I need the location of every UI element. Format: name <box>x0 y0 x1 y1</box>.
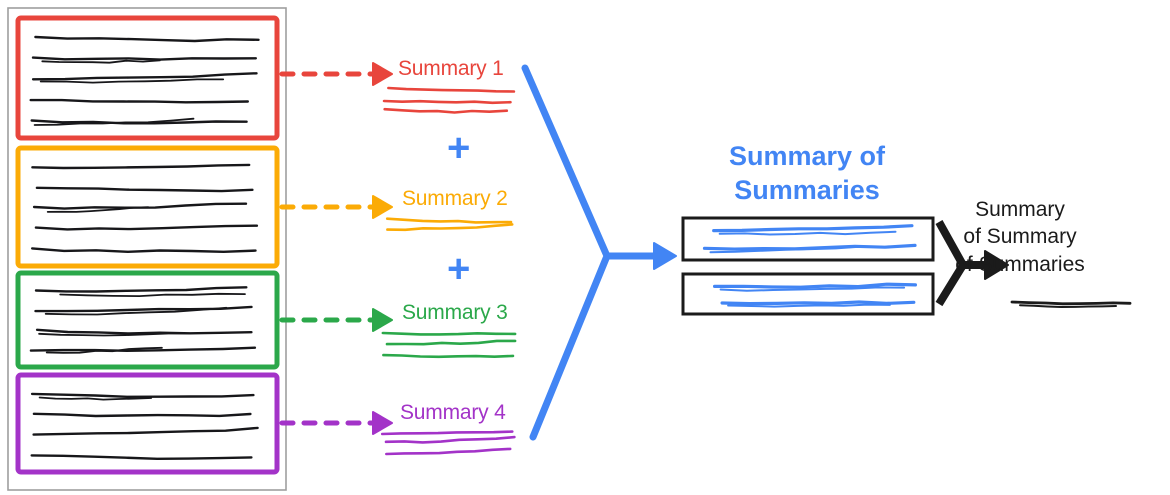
summary-box-line-ghost <box>718 230 897 236</box>
document-text-line <box>31 247 257 253</box>
summary-box-line <box>720 300 916 306</box>
summary-scribble-summary-1 <box>387 86 516 93</box>
final-summary-underline <box>1010 300 1132 306</box>
summary-scribble-summary-4 <box>380 430 514 436</box>
summary-label-summary-2: Summary 2 <box>402 187 508 210</box>
summary-box-line-ghost <box>727 303 891 308</box>
dashed-arrow-head-doc-2 <box>372 195 393 219</box>
document-text-line <box>29 98 249 104</box>
plus-operator-plus-1: + <box>447 126 471 170</box>
document-text-line-ghost <box>33 117 195 126</box>
summary-scribble-summary-3 <box>385 339 517 346</box>
final-summary-line: of Summary <box>963 225 1077 249</box>
summary-box-line <box>712 224 914 233</box>
document-text-line <box>30 392 255 398</box>
document-text-line <box>30 454 253 460</box>
document-text-line <box>34 224 259 231</box>
summary-label-summary-4: Summary 4 <box>400 401 506 424</box>
summary-scribble-summary-3 <box>382 353 515 359</box>
document-text-line-ghost <box>39 78 225 84</box>
dashed-arrow-head-doc-3 <box>372 308 393 332</box>
summary-box-sos-box-2[interactable] <box>681 272 935 316</box>
document-text-line-ghost <box>46 206 150 213</box>
final-summary-line: Summary <box>975 198 1065 221</box>
final-summary-label: Summary of Summary of Summaries <box>920 196 1120 278</box>
summary-box-line-ghost <box>719 286 906 292</box>
summary-label-summary-3: Summary 3 <box>402 301 508 324</box>
document-text-line <box>30 119 248 125</box>
document-text-line <box>29 346 257 352</box>
summary-label-summary-1: Summary 1 <box>398 57 504 80</box>
summary-scribble-summary-1 <box>382 99 512 105</box>
document-text-line <box>31 163 251 170</box>
black-merge-arrow-head <box>984 250 1009 280</box>
document-text-line-ghost <box>41 59 161 64</box>
summary-scribble-summary-2 <box>386 223 514 232</box>
document-text-line-ghost <box>44 306 228 316</box>
summary-scribble-summary-2 <box>385 217 513 224</box>
summary-of-summaries-title: Summary of Summaries <box>728 141 886 205</box>
document-text-line-ghost <box>59 292 246 297</box>
document-text-line-ghost <box>38 332 192 337</box>
summary-box-line <box>713 282 917 289</box>
summary-box-line-ghost <box>709 245 887 254</box>
blue-merge-arrow-head <box>653 242 677 270</box>
summary-scribble-summary-1 <box>383 107 509 114</box>
document-text-line <box>32 426 259 436</box>
document-text-line <box>35 328 253 335</box>
document-text-line-ghost <box>38 396 153 401</box>
plus-operator-plus-2: + <box>447 247 471 291</box>
summary-scribble-summary-3 <box>381 331 517 336</box>
document-text-line <box>31 56 257 61</box>
document-text-line <box>32 412 252 418</box>
document-box-doc-3[interactable] <box>15 270 280 370</box>
final-summary-line: of Summaries <box>955 252 1085 276</box>
final-summary-underline-ghost <box>1019 304 1117 308</box>
dashed-arrow-head-doc-4 <box>372 411 393 435</box>
document-text-line <box>34 35 260 43</box>
document-text-line-ghost <box>45 346 163 354</box>
document-text-line <box>34 286 248 293</box>
document-text-line <box>31 72 258 81</box>
dashed-arrow-head-doc-1 <box>372 62 393 86</box>
summary-scribble-summary-4 <box>385 447 512 456</box>
summary-scribble-summary-4 <box>384 435 516 444</box>
document-text-line <box>35 186 254 193</box>
source-documents-container <box>7 7 287 491</box>
summary-box-sos-box-1[interactable] <box>681 216 935 262</box>
blue-merge-arrow-v <box>521 64 611 441</box>
